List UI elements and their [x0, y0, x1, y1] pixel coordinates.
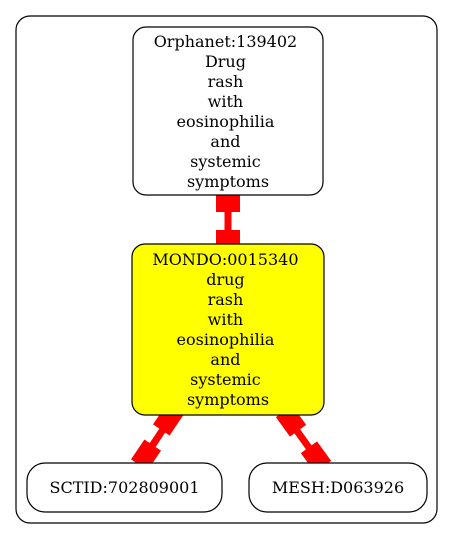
node-mondo-line: symptoms	[187, 390, 269, 409]
node-orphanet-line: systemic	[190, 152, 261, 171]
edge-orphanet-mondo	[216, 192, 240, 250]
svg-text:MONDO:0015340 drug: MONDO:0015340 drug rash with eosinophili…	[152, 250, 303, 409]
node-sctid-label: SCTID:702809001	[49, 478, 199, 497]
node-mesh-box	[248, 462, 428, 513]
svg-text:MESH:D063926: MESH:D063926	[272, 478, 404, 497]
node-orphanet-box	[132, 26, 324, 196]
node-mondo-line: rash	[208, 290, 244, 309]
svg-text:Orphanet:139402 Drug: Orphanet:139402 Drug rash with eosinophi…	[154, 32, 303, 191]
node-mondo-line: eosinophilia	[177, 330, 275, 349]
node-mondo-line: with	[208, 310, 244, 329]
node-mondo-line: systemic	[190, 370, 261, 389]
node-mondo-line: MONDO:0015340	[152, 250, 298, 269]
node-orphanet-line: and	[210, 132, 240, 151]
node-orphanet-line: eosinophilia	[177, 112, 275, 131]
node-sctid[interactable]: SCTID:702809001	[26, 462, 223, 513]
node-mondo-box	[131, 243, 325, 416]
node-orphanet-line: with	[208, 92, 244, 111]
node-orphanet-line: Orphanet:139402	[154, 32, 298, 51]
node-orphanet[interactable]: Orphanet:139402 Drug rash with eosinophi…	[132, 26, 324, 196]
node-mondo-line: and	[210, 350, 240, 369]
svg-text:SCTID:702809001: SCTID:702809001	[49, 478, 199, 497]
node-orphanet-line: symptoms	[187, 172, 269, 191]
node-sctid-box	[26, 462, 223, 513]
node-mondo[interactable]: MONDO:0015340 drug rash with eosinophili…	[131, 243, 325, 416]
node-mondo-line: drug	[206, 270, 244, 289]
node-orphanet-line: Drug	[205, 52, 246, 71]
node-orphanet-line: rash	[208, 72, 244, 91]
node-mesh[interactable]: MESH:D063926	[248, 462, 428, 513]
node-mesh-label: MESH:D063926	[272, 478, 404, 497]
